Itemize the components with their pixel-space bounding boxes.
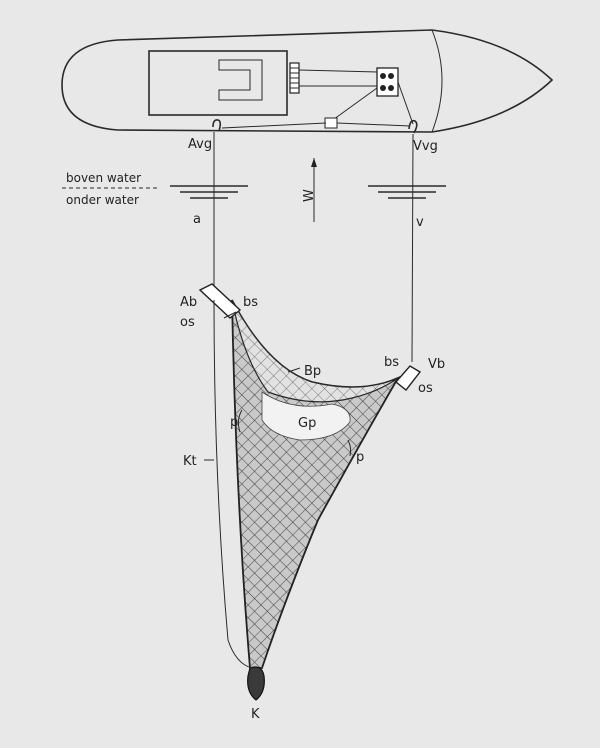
label-avg: Avg (188, 137, 212, 152)
kt-line (213, 299, 253, 669)
otter-board-right (394, 365, 422, 391)
water-line (62, 185, 446, 199)
wheelhouse-inner (218, 59, 263, 101)
gallows-block (376, 67, 399, 97)
label-vvg: Vvg (413, 139, 438, 154)
label-boven-water: boven water (66, 171, 141, 185)
label-k: K (251, 707, 260, 722)
label-bs-left: bs (243, 295, 258, 310)
warp-to-aft (329, 87, 378, 123)
ground-rope-area (261, 391, 351, 441)
label-p-right: p (356, 450, 364, 465)
deck-block (324, 117, 338, 129)
trawl-net (231, 299, 401, 701)
aft-gallows (212, 119, 222, 132)
otter-boards (198, 283, 422, 391)
label-vb: Vb (428, 357, 445, 372)
warp-lead (298, 69, 379, 87)
ship-bow-line (431, 29, 443, 133)
warp-aft-deck (221, 122, 411, 129)
label-ab: Ab (180, 295, 197, 310)
label-os-left: os (180, 315, 195, 330)
label-a: a (193, 212, 201, 227)
os-leader-left (223, 311, 237, 319)
cod-end (247, 666, 265, 701)
label-bs-right: bs (384, 355, 399, 370)
otter-board-left (198, 283, 242, 319)
pennant-right (347, 439, 352, 457)
label-onder-water: onder water (66, 193, 139, 207)
label-p-left: p (230, 415, 238, 430)
label-gp: Gp (298, 416, 316, 431)
wheelhouse (148, 50, 288, 116)
label-v: v (416, 215, 424, 230)
bp-leader (287, 367, 301, 373)
wind-arrow (311, 158, 317, 222)
label-w: W (302, 189, 317, 202)
net-upper-panel (231, 299, 399, 403)
label-os-right: os (418, 381, 433, 396)
label-kt: Kt (183, 454, 197, 469)
ship (61, 29, 554, 134)
warp-to-fore (397, 81, 414, 125)
label-bp: Bp (304, 364, 321, 379)
pennant-left (237, 409, 243, 433)
fore-gallows (408, 119, 418, 134)
warp-fore (411, 133, 414, 363)
ship-hull (61, 29, 554, 133)
